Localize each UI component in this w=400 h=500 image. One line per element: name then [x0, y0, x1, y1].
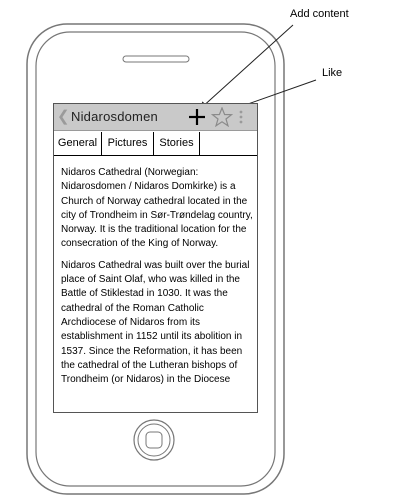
app-bar: ❮ Nidarosdomen [54, 104, 257, 131]
star-icon[interactable] [211, 107, 233, 127]
chevron-left-icon[interactable]: ❮ [57, 108, 70, 125]
page-title: Nidarosdomen [71, 109, 158, 124]
plus-icon[interactable] [188, 108, 206, 126]
annotation-like: Like [322, 67, 343, 79]
app-screen: ❮ Nidarosdomen General Pictures Stories … [53, 103, 258, 413]
tab-empty[interactable] [200, 132, 257, 156]
tab-bar: General Pictures Stories [54, 132, 257, 156]
annotation-add-content: Add content [290, 8, 349, 20]
kebab-menu-icon[interactable] [237, 108, 245, 126]
article-paragraph: Nidaros Cathedral was built over the bur… [61, 259, 250, 386]
tab-general[interactable]: General [54, 132, 102, 156]
article-paragraph: Nidaros Cathedral (Norwegian: Nidarosdom… [61, 167, 253, 250]
tab-stories[interactable]: Stories [154, 132, 200, 156]
article-content: Nidaros Cathedral (Norwegian: Nidarosdom… [61, 166, 257, 394]
tab-pictures[interactable]: Pictures [102, 132, 154, 156]
